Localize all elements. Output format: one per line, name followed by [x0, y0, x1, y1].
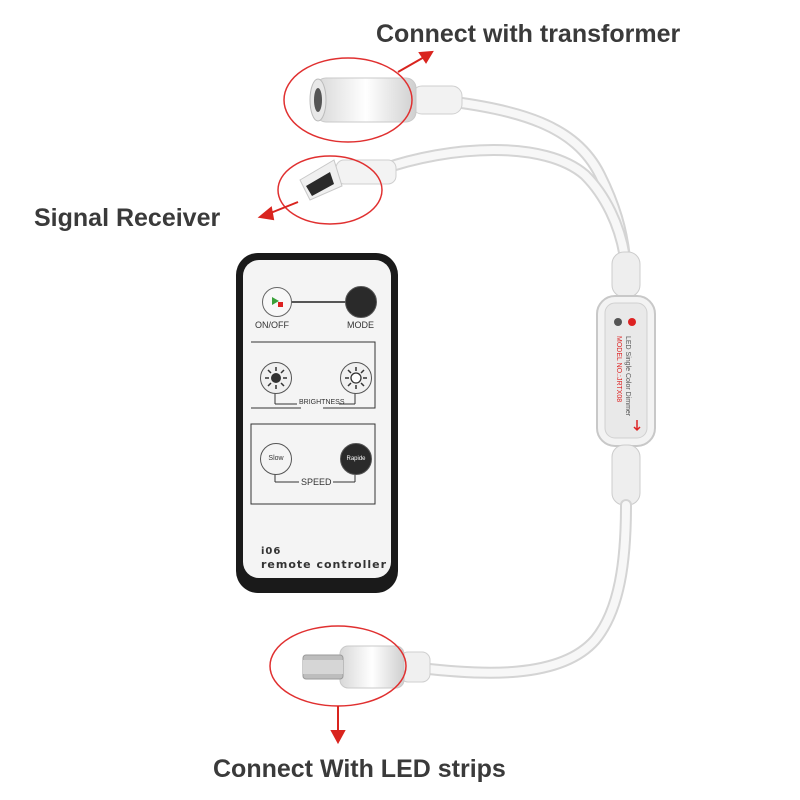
speed-label: SPEED — [301, 477, 332, 487]
remote-model: i06 — [261, 546, 282, 557]
power-icon — [272, 297, 283, 307]
brightness-label: BRIGHTNESS — [299, 399, 345, 406]
male-dc-plug — [302, 645, 431, 689]
controller-line2: MODEL NO.:JRTX08 — [615, 336, 622, 402]
led-cable — [414, 499, 632, 679]
brightness-up-button[interactable] — [340, 362, 372, 394]
dimmer-controller: LED Single Color Dimmer MODEL NO.:JRTX08 — [596, 295, 656, 447]
sun-icon — [265, 367, 287, 389]
slow-label: Slow — [268, 455, 284, 462]
onoff-label: ON/OFF — [255, 320, 289, 330]
controller-line1: LED Single Color Dimmer — [624, 336, 631, 417]
female-dc-jack — [309, 77, 463, 123]
slow-button[interactable]: Slow — [260, 443, 292, 475]
receiver-annotation: Signal Receiver — [34, 204, 221, 232]
transformer-annotation: Connect with transformer — [376, 20, 681, 48]
remote-face: ON/OFF MODE — [243, 260, 391, 578]
arrow-icon — [257, 201, 299, 221]
receiver-plug — [299, 159, 397, 201]
rapide-label: Rapide — [346, 456, 366, 462]
receiver-highlight — [277, 155, 383, 225]
power-button[interactable] — [262, 287, 292, 317]
sun-icon — [345, 367, 367, 389]
arrow-icon — [330, 706, 346, 745]
transformer-cable — [434, 94, 631, 264]
remote-controller: ON/OFF MODE — [236, 253, 398, 593]
led-annotation: Connect With LED strips — [213, 755, 506, 783]
brightness-down-button[interactable] — [260, 362, 292, 394]
arrow-icon — [397, 50, 434, 73]
transformer-highlight — [283, 57, 413, 143]
remote-name: remote controller — [261, 558, 388, 571]
mode-button[interactable] — [345, 286, 377, 318]
mode-label: MODE — [347, 320, 374, 330]
rapide-button[interactable]: Rapide — [340, 443, 372, 475]
